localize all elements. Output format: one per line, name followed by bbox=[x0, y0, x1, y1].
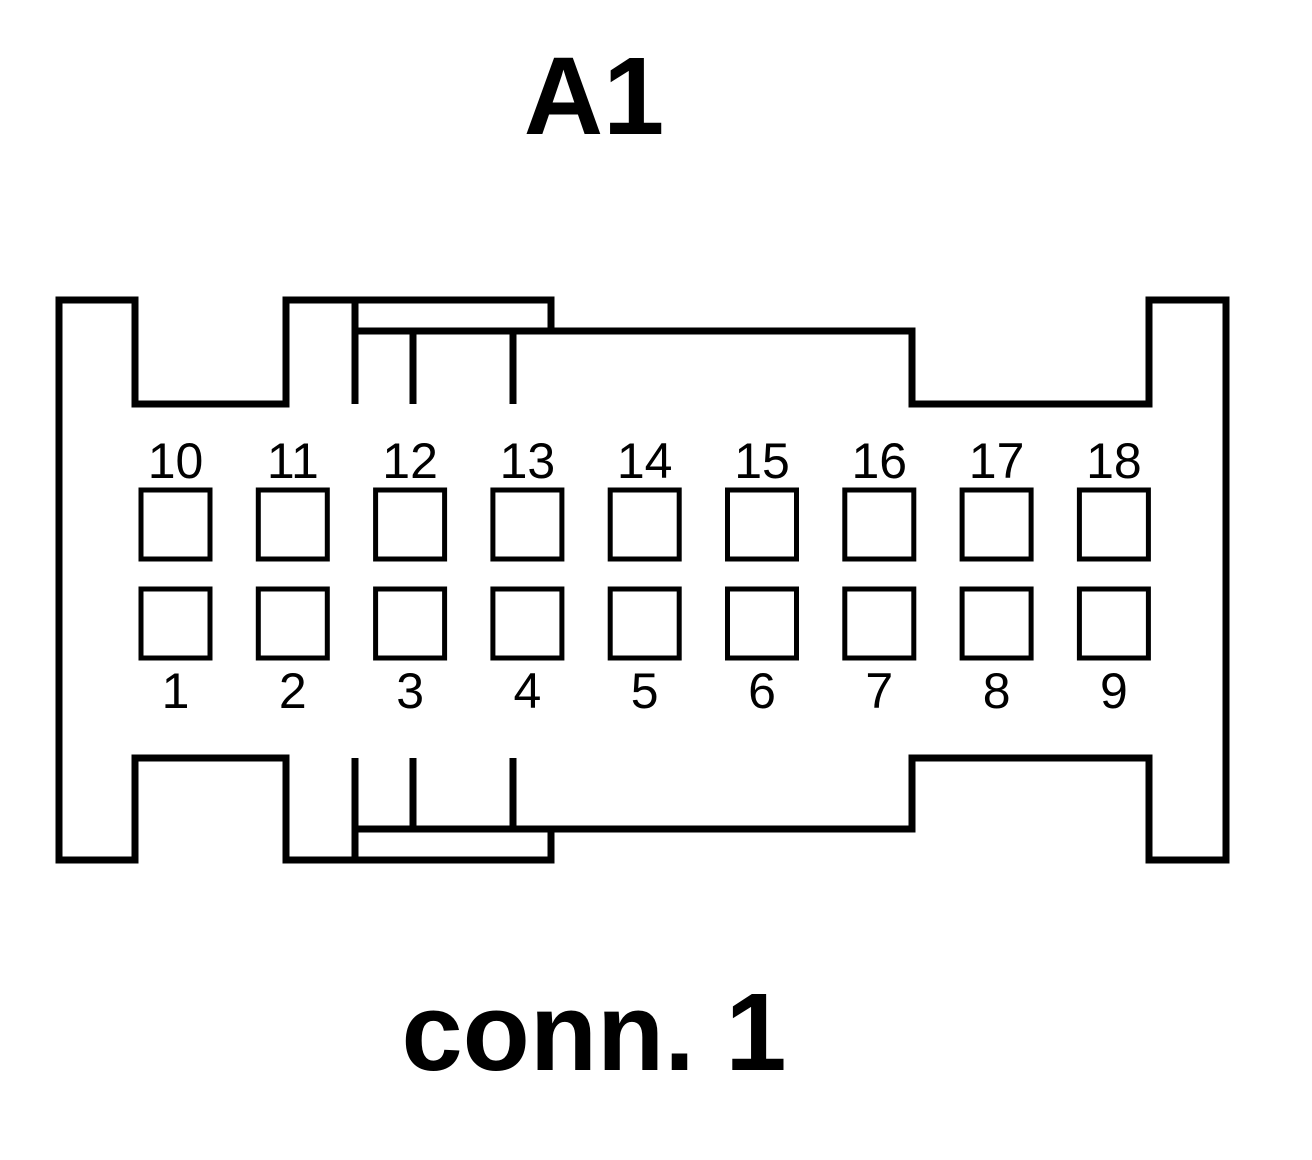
pin-number-1: 1 bbox=[162, 663, 190, 719]
pin-number-3: 3 bbox=[396, 663, 424, 719]
pin-number-18: 18 bbox=[1086, 433, 1142, 489]
pin-cavity-13 bbox=[490, 487, 565, 562]
pin-cavity-3 bbox=[373, 586, 448, 661]
pin-number-16: 16 bbox=[851, 433, 907, 489]
pin-cavity-14 bbox=[607, 487, 682, 562]
connector-caption: conn. 1 bbox=[401, 971, 786, 1094]
pin-cavity-6 bbox=[725, 586, 799, 661]
pin-cavity-11 bbox=[255, 487, 330, 562]
pin-cavity-1 bbox=[138, 586, 213, 661]
pin-number-2: 2 bbox=[279, 663, 307, 719]
pin-number-7: 7 bbox=[865, 663, 893, 719]
pin-number-5: 5 bbox=[631, 663, 659, 719]
pin-cavity-12 bbox=[373, 487, 448, 562]
pin-cavity-2 bbox=[255, 586, 330, 661]
housing-outline bbox=[55, 296, 1230, 864]
pin-number-9: 9 bbox=[1100, 663, 1128, 719]
pin-number-12: 12 bbox=[382, 433, 438, 489]
top-latch bbox=[351, 300, 551, 404]
pin-number-13: 13 bbox=[500, 433, 556, 489]
pin-cavity-9 bbox=[1076, 586, 1151, 661]
bottom-latch bbox=[351, 758, 551, 860]
pin-number-17: 17 bbox=[969, 433, 1025, 489]
pin-cavity-18 bbox=[1076, 487, 1151, 562]
pin-cavity-15 bbox=[725, 487, 799, 562]
pin-cavity-10 bbox=[138, 487, 213, 562]
pin-number-14: 14 bbox=[617, 433, 673, 489]
pin-cavity-17 bbox=[959, 487, 1034, 562]
connector-id-label: A1 bbox=[524, 35, 665, 158]
pin-number-6: 6 bbox=[748, 663, 776, 719]
pin-cavity-4 bbox=[490, 586, 565, 661]
pin-cavity-7 bbox=[842, 586, 917, 661]
pin-cavity-5 bbox=[607, 586, 682, 661]
pin-number-11: 11 bbox=[267, 433, 319, 489]
pin-number-8: 8 bbox=[983, 663, 1011, 719]
connector-housing bbox=[55, 296, 1230, 864]
pin-cavity-8 bbox=[959, 586, 1034, 661]
pin-number-4: 4 bbox=[513, 663, 541, 719]
pin-number-10: 10 bbox=[148, 433, 204, 489]
pin-number-15: 15 bbox=[734, 433, 790, 489]
pin-cavity-16 bbox=[842, 487, 917, 562]
